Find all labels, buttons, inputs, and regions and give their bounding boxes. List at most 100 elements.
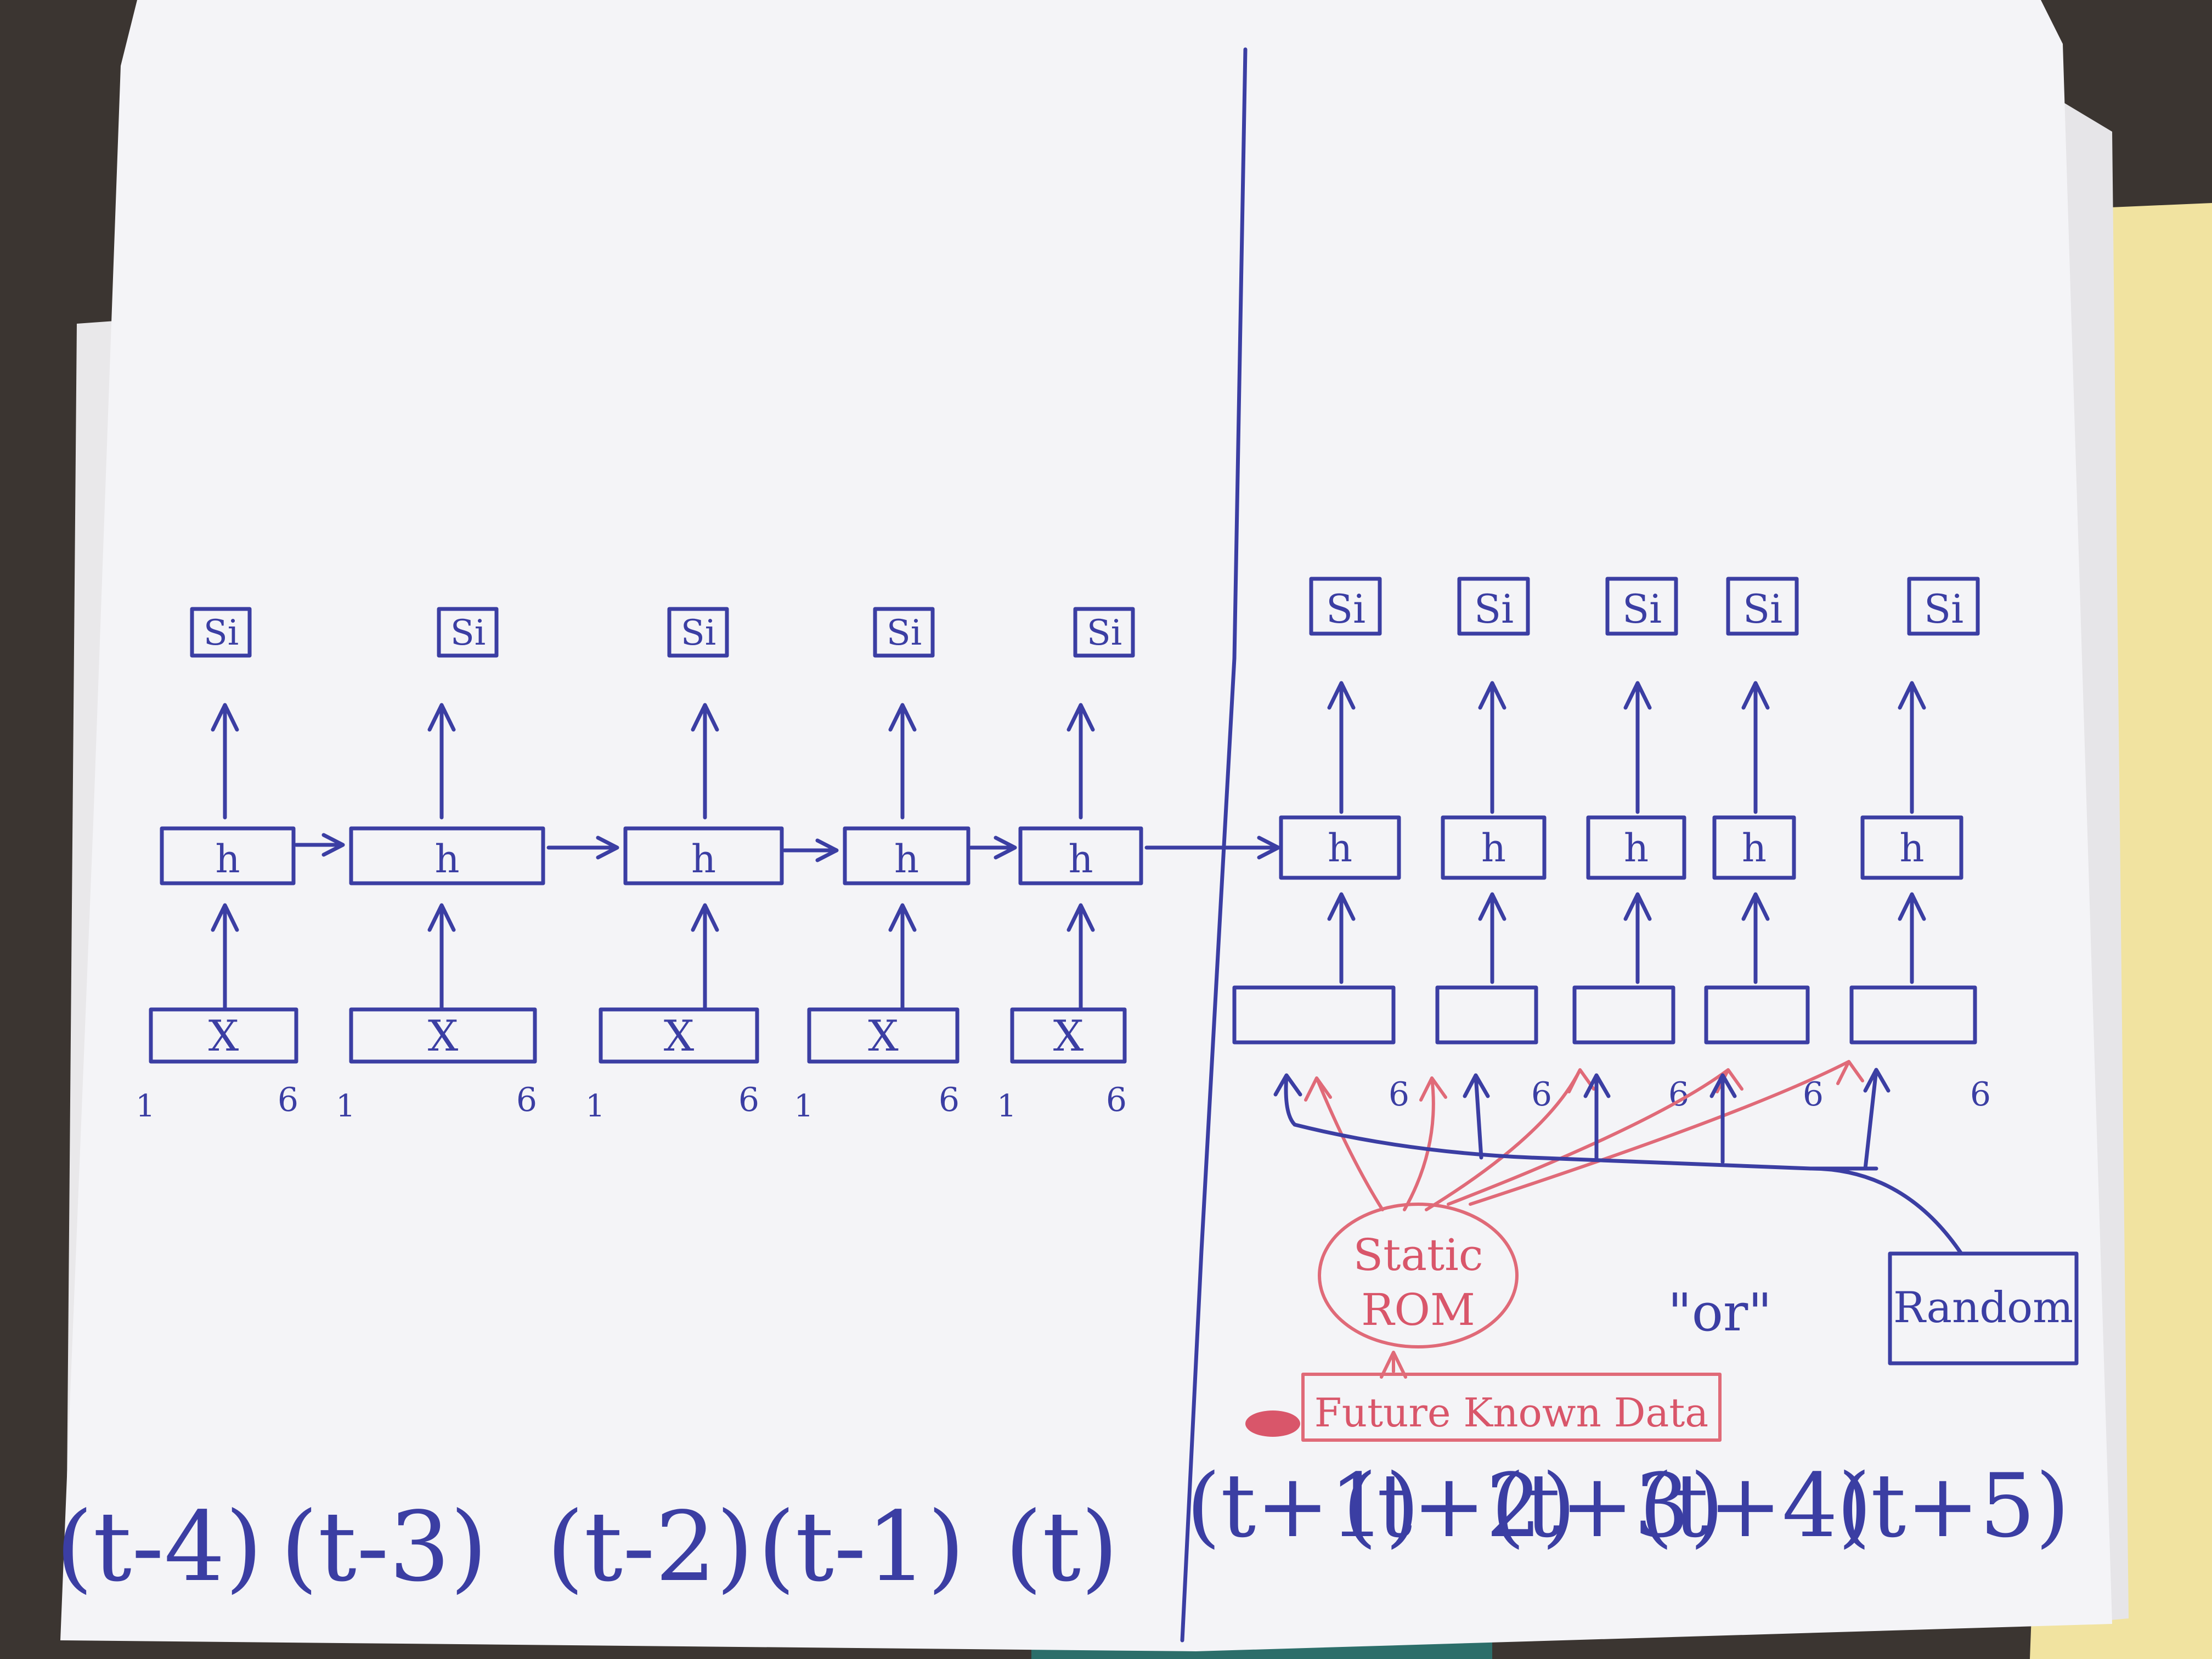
paper-sheet (60, 0, 2112, 1651)
past-output-arrow-4 (888, 703, 917, 820)
past-range-end-4: 6 (939, 1081, 960, 1119)
past-hidden-label-5: h (1068, 837, 1093, 882)
random-box (1888, 1251, 2079, 1365)
future-output-box-1 (1309, 577, 1382, 636)
future-input-arrow-2 (1478, 892, 1506, 984)
future-input-box-5 (1849, 985, 1977, 1045)
recurrent-arrow-5 (1144, 836, 1280, 860)
future-output-box-2 (1457, 577, 1530, 636)
recurrent-arrow-3 (782, 838, 839, 862)
random-label: Random (1893, 1283, 2073, 1333)
future-time-label-3: (t+3) (1491, 1454, 1724, 1557)
future-output-label-1: Si (1326, 586, 1365, 632)
past-time-label-1: (t-4) (55, 1492, 262, 1603)
future-time-label-4: (t+4) (1639, 1454, 1872, 1557)
past-hidden-label-3: h (691, 837, 716, 882)
random-tap-arrow-1 (1463, 1073, 1490, 1160)
future-range-end-1: 6 (1389, 1075, 1409, 1114)
rom-arrow-5 (1469, 1060, 1864, 1206)
past-hidden-box-4 (843, 826, 970, 885)
past-input-box-1 (149, 1007, 298, 1064)
past-hidden-box-2 (349, 826, 545, 885)
past-range-end-1: 6 (278, 1081, 298, 1119)
past-output-label-4: Si (887, 613, 922, 653)
past-hidden-box-3 (623, 826, 784, 885)
past-output-label-3: Si (681, 613, 716, 653)
past-output-arrow-1 (211, 703, 239, 820)
past-output-label-2: Si (450, 613, 486, 653)
past-range-end-3: 6 (738, 1081, 759, 1119)
rom-arrow-3 (1425, 1068, 1595, 1211)
future-range-end-3: 6 (1668, 1075, 1689, 1114)
future-range-end-2: 6 (1531, 1075, 1552, 1114)
or-label: "or" (1668, 1283, 1772, 1343)
past-hidden-box-5 (1018, 826, 1143, 885)
past-time-label-4: (t-1) (758, 1492, 964, 1603)
future-output-box-4 (1726, 577, 1799, 636)
future-hidden-box-2 (1441, 815, 1547, 880)
future-output-label-3: Si (1622, 586, 1662, 632)
future-hidden-box-5 (1860, 815, 1963, 880)
future-hidden-box-3 (1586, 815, 1686, 880)
rom-arrow-1 (1304, 1076, 1384, 1211)
future-range-end-5: 6 (1970, 1075, 1991, 1114)
future-hidden-label-5: h (1899, 826, 1924, 871)
past-input-label-3: X (664, 1012, 695, 1061)
known-data-to-rom-arrow (1380, 1351, 1407, 1379)
past-hidden-label-1: h (215, 837, 240, 882)
past-range-start-3: 1 (585, 1088, 605, 1124)
static-rom-label-line1: Static (1353, 1229, 1483, 1280)
past-hidden-label-4: h (894, 837, 919, 882)
future-output-arrow-3 (1623, 681, 1652, 814)
past-range-start-2: 1 (336, 1088, 356, 1124)
past-input-label-1: X (208, 1012, 239, 1061)
random-tap-arrow-2 (1583, 1073, 1611, 1161)
future-hidden-label-2: h (1481, 826, 1506, 871)
recurrent-arrow-2 (546, 836, 619, 860)
past-output-arrow-5 (1066, 703, 1095, 820)
past-time-label-5: (t) (1005, 1492, 1119, 1603)
random-connector-line (1273, 1073, 1963, 1256)
red-scribble (1245, 1410, 1300, 1437)
future-time-label-1: (t+1) (1187, 1454, 1420, 1557)
past-input-arrow-5 (1066, 903, 1095, 1012)
past-input-box-4 (807, 1007, 960, 1064)
divider-line (1180, 47, 1248, 1643)
future-output-box-3 (1605, 577, 1678, 636)
future-input-arrow-4 (1741, 892, 1770, 984)
past-output-box-1 (190, 607, 252, 658)
past-output-box-4 (873, 607, 935, 658)
past-input-arrow-4 (888, 903, 917, 1012)
future-hidden-label-3: h (1624, 826, 1649, 871)
future-output-arrow-4 (1741, 681, 1770, 814)
future-output-label-2: Si (1474, 586, 1514, 632)
past-hidden-label-2: h (435, 837, 459, 882)
past-input-label-5: X (1053, 1012, 1084, 1061)
past-time-label-3: (t-2) (546, 1492, 753, 1603)
future-input-box-1 (1232, 985, 1396, 1045)
past-range-end-5: 6 (1106, 1081, 1127, 1119)
static-rom-circle (1318, 1203, 1519, 1348)
past-range-start-4: 1 (794, 1088, 814, 1124)
rom-arrow-2 (1403, 1076, 1447, 1211)
past-output-box-5 (1073, 607, 1135, 658)
future-output-box-5 (1907, 577, 1980, 636)
future-input-arrow-5 (1898, 892, 1926, 984)
future-input-box-4 (1704, 985, 1810, 1045)
future-input-box-2 (1435, 985, 1538, 1045)
future-known-data-label: Future Known Data (1314, 1390, 1708, 1436)
random-tap-arrow-3 (1709, 1073, 1737, 1164)
past-hidden-box-1 (160, 826, 296, 885)
recurrent-arrow-1 (294, 833, 345, 857)
past-input-arrow-3 (691, 903, 719, 1012)
past-input-box-2 (349, 1007, 537, 1064)
future-input-arrow-3 (1623, 892, 1652, 984)
random-tap-arrow-4 (1863, 1068, 1891, 1171)
future-output-arrow-5 (1898, 681, 1926, 814)
past-input-arrow-2 (427, 903, 456, 1012)
past-output-label-1: Si (204, 613, 239, 653)
static-rom-label-line2: ROM (1361, 1284, 1475, 1335)
future-hidden-box-1 (1279, 815, 1401, 880)
future-input-box-3 (1572, 985, 1675, 1045)
